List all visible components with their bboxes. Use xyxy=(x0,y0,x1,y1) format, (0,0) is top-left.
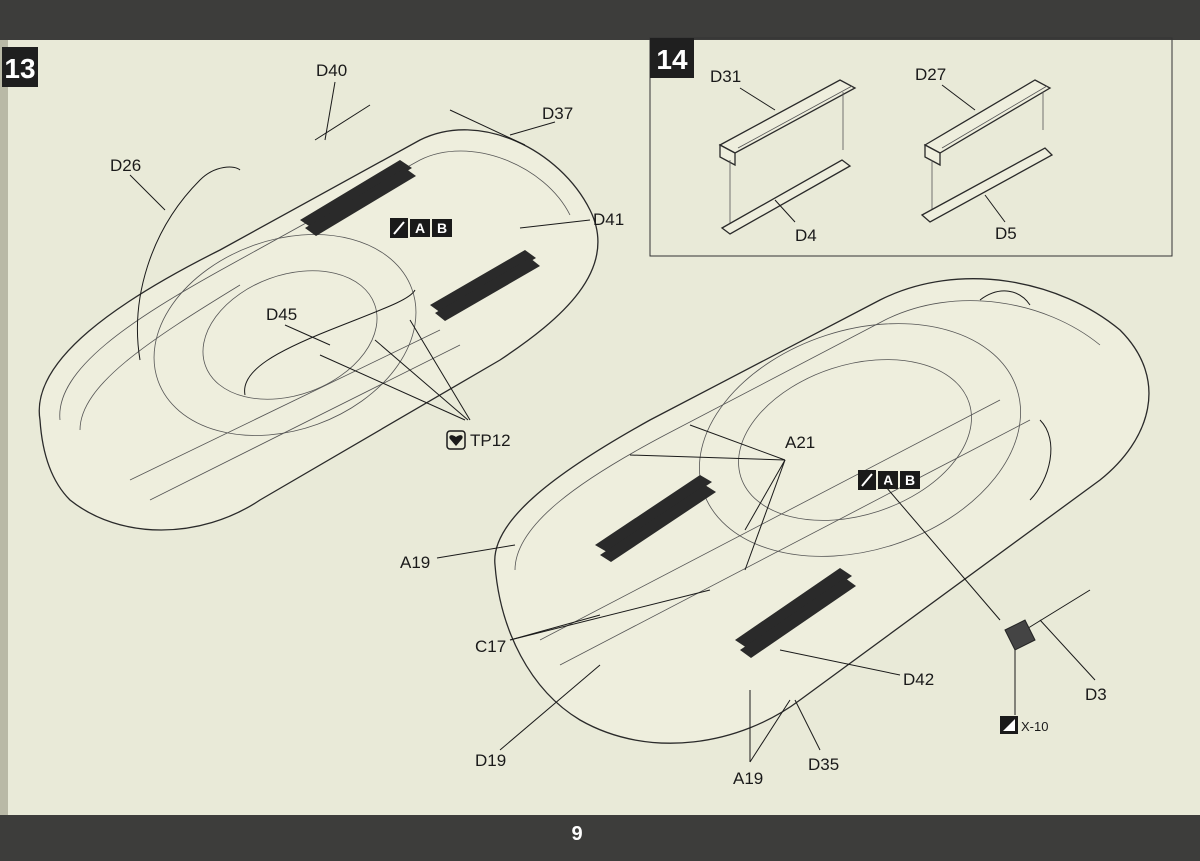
part-label-d3: D3 xyxy=(1085,685,1107,704)
step-14-frame xyxy=(649,37,1173,257)
bottom-band xyxy=(0,815,1200,861)
step-14-drawing xyxy=(718,79,1054,235)
part-label-c17: C17 xyxy=(475,637,506,656)
part-label-d45: D45 xyxy=(266,305,297,324)
part-label-d4: D4 xyxy=(795,226,817,245)
glue-icon-lower: A B xyxy=(858,470,920,490)
step-13-hull-drawing xyxy=(38,104,599,531)
part-label-d31: D31 xyxy=(710,67,741,86)
part-label-a19-upper: A19 xyxy=(400,553,430,572)
part-label-d42: D42 xyxy=(903,670,934,689)
top-band xyxy=(0,0,1200,40)
step-13-leaders xyxy=(129,81,591,421)
part-label-d26: D26 xyxy=(110,156,141,175)
paint-ref-label: X-10 xyxy=(1021,719,1048,734)
svg-text:A: A xyxy=(415,220,425,236)
step-14-badge xyxy=(650,38,694,78)
part-label-a19-lower: A19 xyxy=(733,769,763,788)
part-label-d37: D37 xyxy=(542,104,573,123)
tp-icon xyxy=(446,430,466,450)
step-14-leaders xyxy=(739,84,1006,223)
part-label-d19: D19 xyxy=(475,751,506,770)
svg-text:A: A xyxy=(883,472,893,488)
lower-hull-drawing xyxy=(494,278,1150,744)
page-edge xyxy=(0,40,8,820)
part-label-a21: A21 xyxy=(785,433,815,452)
part-label-tp12: TP12 xyxy=(470,431,511,450)
step-14-number: 14 xyxy=(656,44,688,75)
step-13-badge xyxy=(2,47,38,87)
page-number: 9 xyxy=(571,823,582,845)
lower-leaders xyxy=(436,424,1096,763)
svg-text:B: B xyxy=(905,472,915,488)
part-label-d5: D5 xyxy=(995,224,1017,243)
heart-icon xyxy=(449,435,463,446)
svg-text:B: B xyxy=(437,220,447,236)
part-label-d40: D40 xyxy=(316,61,347,80)
part-label-d27: D27 xyxy=(915,65,946,84)
part-label-d35: D35 xyxy=(808,755,839,774)
glue-icon-step-13: A B xyxy=(390,218,452,238)
step-13-number: 13 xyxy=(4,53,35,84)
part-label-d41: D41 xyxy=(593,210,624,229)
